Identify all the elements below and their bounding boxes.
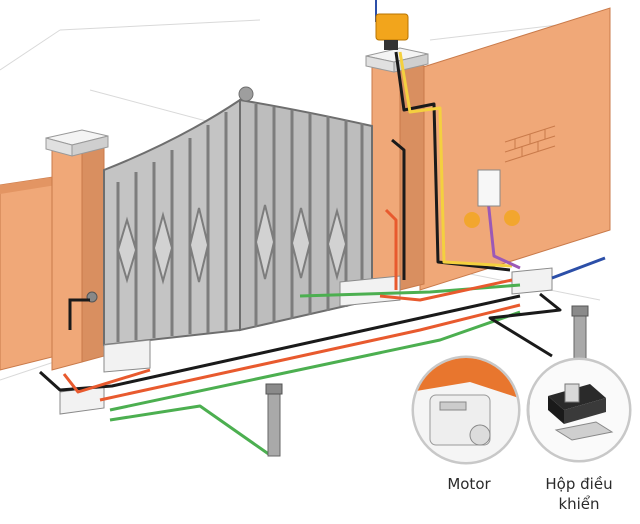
wiring [38, 51, 606, 457]
photocell-left-icon [68, 291, 98, 330]
gate [103, 86, 373, 347]
safety-post-right-icon [571, 305, 589, 361]
motor-detail [411, 355, 521, 465]
junction-boxes [59, 267, 553, 415]
right-wall [419, 7, 611, 291]
gate-diamonds [116, 204, 348, 285]
control-box-label: Hộp điều khiển [524, 474, 634, 514]
left-pillar [45, 129, 109, 371]
motor-label: Motor [447, 475, 491, 493]
safety-post-left-icon [265, 383, 283, 457]
control-box-label-line2: khiển [558, 495, 600, 513]
warning-lamp-icon [375, 0, 409, 50]
control-panel-icon [464, 169, 520, 228]
control-box-label-line1: Hộp điều [545, 475, 613, 493]
control-box-detail [526, 357, 632, 463]
right-pillar [365, 47, 429, 297]
brick-pattern [504, 125, 556, 163]
